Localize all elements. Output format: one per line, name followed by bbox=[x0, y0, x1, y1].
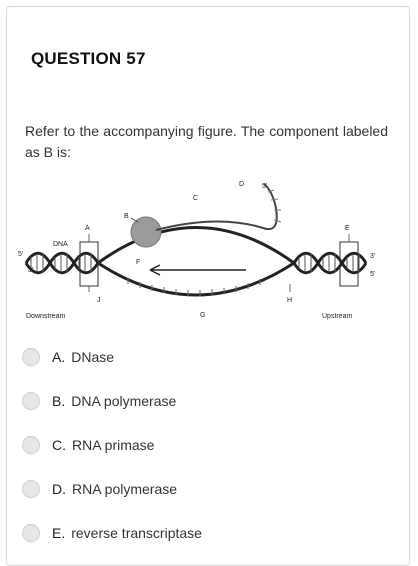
transcription-figure: A B C D 5' E F G H J DNA 5' 3' 3' 5' Dow… bbox=[18, 181, 375, 320]
label-upstream: Upstream bbox=[322, 313, 353, 320]
option-letter: D. bbox=[52, 481, 66, 497]
dna-left-strand-1 bbox=[24, 251, 100, 275]
label-b: B bbox=[124, 213, 129, 220]
label-a: A bbox=[85, 225, 90, 232]
dna-left-strand-2 bbox=[24, 251, 100, 275]
option-e[interactable]: E. reverse transcriptase bbox=[22, 520, 322, 546]
label-d: D bbox=[239, 181, 244, 188]
coding-strand bbox=[97, 226, 295, 265]
label-dna: DNA bbox=[53, 241, 68, 248]
radio-button[interactable] bbox=[22, 524, 40, 542]
label-right-5prime: 5' bbox=[370, 271, 375, 278]
template-strand bbox=[97, 261, 295, 297]
label-h: H bbox=[287, 297, 292, 304]
radio-button[interactable] bbox=[22, 392, 40, 410]
radio-button[interactable] bbox=[22, 348, 40, 366]
question-title: QUESTION 57 bbox=[31, 49, 146, 68]
option-letter: E. bbox=[52, 525, 66, 541]
label-top-5prime: 5' bbox=[262, 183, 267, 190]
label-f: F bbox=[136, 259, 140, 266]
arrow-head-icon bbox=[149, 264, 161, 276]
label-left-3prime: 3' bbox=[28, 267, 33, 274]
radio-button[interactable] bbox=[22, 480, 40, 498]
label-g: G bbox=[200, 312, 205, 319]
box-left-promoter bbox=[79, 241, 99, 287]
option-text: RNA polymerase bbox=[72, 481, 178, 497]
label-c: C bbox=[193, 195, 198, 202]
option-letter: B. bbox=[52, 393, 66, 409]
rna-polymerase-blob bbox=[130, 216, 162, 248]
option-c[interactable]: C. RNA primase bbox=[22, 432, 322, 458]
label-downstream: Downstream bbox=[26, 313, 65, 320]
dna-right-strand-1 bbox=[292, 251, 368, 275]
option-d[interactable]: D. RNA polymerase bbox=[22, 476, 322, 502]
option-text: DNase bbox=[71, 349, 115, 365]
option-b[interactable]: B. DNA polymerase bbox=[22, 388, 322, 414]
dna-right-strand-2 bbox=[292, 251, 368, 275]
option-letter: C. bbox=[52, 437, 66, 453]
radio-button[interactable] bbox=[22, 436, 40, 454]
label-j: J bbox=[97, 297, 101, 304]
label-e: E bbox=[345, 225, 350, 232]
rna-transcript bbox=[155, 183, 278, 231]
option-letter: A. bbox=[52, 349, 66, 365]
option-text: RNA primase bbox=[72, 437, 155, 453]
question-text: Refer to the accompanying figure. The co… bbox=[25, 123, 388, 160]
label-right-3prime: 3' bbox=[370, 253, 375, 260]
option-text: DNA polymerase bbox=[71, 393, 177, 409]
label-left-5prime: 5' bbox=[18, 251, 23, 258]
option-text: reverse transcriptase bbox=[71, 525, 202, 541]
option-a[interactable]: A. DNase bbox=[22, 344, 322, 370]
